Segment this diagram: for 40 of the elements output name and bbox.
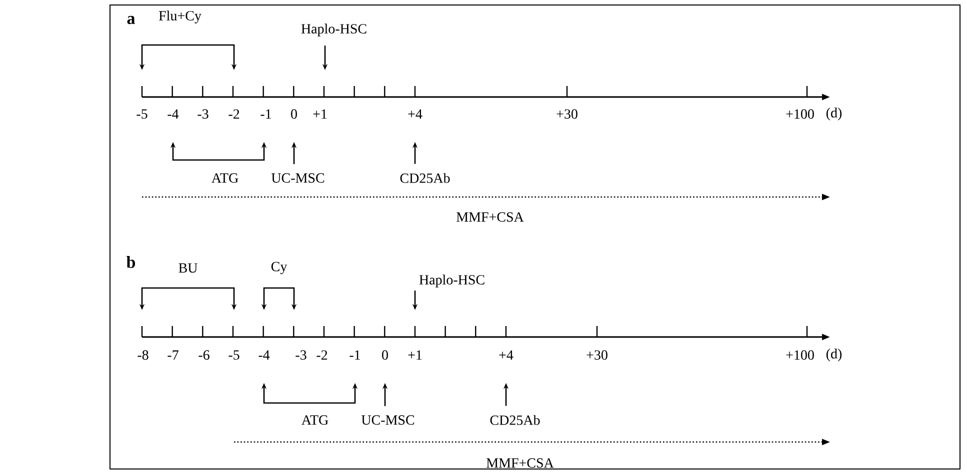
tick-label: +4 bbox=[499, 350, 514, 360]
treatment-label: Flu+Cy bbox=[158, 10, 202, 24]
panel-letter: a bbox=[127, 16, 135, 24]
tick-label: -2 bbox=[228, 109, 240, 119]
tick-label: 0 bbox=[291, 109, 297, 119]
tick-label: +100 bbox=[786, 350, 814, 360]
tick-label: -3 bbox=[198, 109, 208, 119]
tick-label: +4 bbox=[408, 109, 422, 119]
tick-label: -5 bbox=[136, 109, 148, 119]
tick-label: (d) bbox=[826, 108, 842, 120]
tick-label: +100 bbox=[786, 109, 814, 119]
tick-label: -1 bbox=[350, 350, 360, 360]
tick-label: -1 bbox=[260, 109, 271, 119]
tick-label: -6 bbox=[198, 350, 210, 360]
treatment-label: Haplo-HSC bbox=[301, 24, 366, 36]
tick-label: 0 bbox=[382, 350, 388, 360]
tick-label: -4 bbox=[258, 350, 270, 360]
tick-label: -2 bbox=[316, 350, 328, 360]
regimen-label: MMF+CSA bbox=[486, 458, 554, 468]
treatment-label: UC-MSC bbox=[271, 173, 324, 183]
treatment-label: CD25Ab bbox=[490, 415, 540, 425]
treatment-label: ATG bbox=[302, 415, 328, 425]
regimen-label: MMF+CSA bbox=[456, 212, 524, 222]
tick-label: -5 bbox=[228, 350, 240, 360]
treatment-label: Cy bbox=[271, 262, 288, 274]
panel-letter: b bbox=[126, 256, 136, 268]
treatment-label: Haplo-HSC bbox=[419, 274, 484, 288]
tick-label: +1 bbox=[313, 109, 327, 119]
treatment-label: ATG bbox=[212, 173, 238, 183]
tick-label: -7 bbox=[168, 350, 178, 360]
treatment-label: CD25Ab bbox=[400, 173, 450, 183]
treatment-label: BU bbox=[178, 263, 198, 273]
tick-label: (d) bbox=[826, 348, 842, 362]
tick-label: +30 bbox=[556, 109, 578, 119]
treatment-label: UC-MSC bbox=[361, 415, 414, 425]
tick-label: -3 bbox=[296, 350, 306, 360]
tick-label: -8 bbox=[138, 350, 148, 360]
tick-label: -4 bbox=[168, 109, 179, 119]
tick-label: +1 bbox=[408, 350, 422, 360]
tick-label: +30 bbox=[586, 350, 608, 360]
